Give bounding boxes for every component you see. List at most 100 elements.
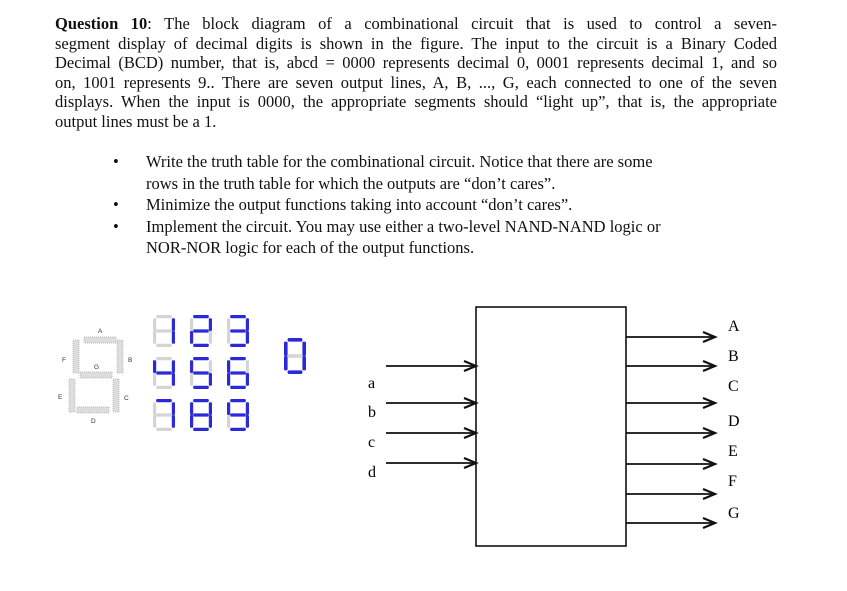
segment-legend: A B C D E F G [58,328,132,425]
segment-b [171,318,175,331]
segment-d [230,427,246,431]
segment-g [79,371,113,379]
segment-a [193,399,209,403]
output-label-C: C [728,378,739,395]
segment-c [208,415,212,428]
segment-d [193,385,209,389]
segment-f [153,402,157,415]
segment-a [156,399,172,403]
question-number: Question 10 [55,14,148,33]
digit-5 [190,357,212,389]
segment-d [76,406,110,414]
input-label-b: b [368,404,376,421]
digit-9 [227,399,249,431]
output-label-B: B [728,348,739,365]
output-label-A: A [728,318,740,335]
segment-g [230,413,246,417]
input-label-d: d [368,464,376,481]
svg-text:E: E [58,394,63,401]
segment-b [171,360,175,373]
segment-f [227,318,231,331]
segment-a [287,338,303,342]
segment-e [227,331,231,344]
segment-f [153,360,157,373]
segment-d [230,385,246,389]
segment-d [287,370,303,374]
svg-text:G: G [94,364,99,371]
output-arrow-C [626,396,718,410]
segment-c [171,415,175,428]
output-arrow-G [626,516,718,530]
output-label-G: G [728,505,740,522]
segment-c [245,415,249,428]
segment-f [190,402,194,415]
output-label-E: E [728,443,738,460]
segment-a [230,357,246,361]
question-text: Question 10: The block diagram of a comb… [55,14,777,131]
segment-b [245,402,249,415]
segment-d [156,427,172,431]
output-arrow-B [626,359,718,373]
segment-d [156,385,172,389]
segment-d [193,427,209,431]
segment-g [287,354,303,358]
segment-d [230,343,246,347]
segment-g [193,413,209,417]
segment-b [208,360,212,373]
segment-a [156,357,172,361]
digit-6 [227,357,249,389]
digit-1 [153,315,175,347]
segment-c [112,378,120,413]
segment-d [156,343,172,347]
segment-a [230,315,246,319]
segment-c [208,331,212,344]
digit-7 [153,399,175,431]
output-arrow-D [626,426,718,440]
segment-g [156,371,172,375]
digit-4 [153,357,175,389]
svg-text:C: C [124,395,129,402]
input-arrow-a [386,359,479,373]
segment-g [156,329,172,333]
digit-3 [227,315,249,347]
segment-b [208,318,212,331]
output-arrow-F [626,487,718,501]
segment-b [302,341,306,356]
segment-b [116,339,124,374]
segment-e [227,415,231,428]
input-label-c: c [368,434,375,451]
output-arrow-A [626,330,718,344]
segment-b [245,318,249,331]
segment-e [190,415,194,428]
digit-2 [190,315,212,347]
segment-a [193,357,209,361]
task-item: •Minimize the output functions taking in… [113,195,573,214]
segment-f [227,360,231,373]
segment-e [284,356,288,371]
segment-g [193,371,209,375]
segment-b [245,360,249,373]
segment-c [245,331,249,344]
segment-f [284,341,288,356]
segment-e [68,378,76,413]
task-list: •Write the truth table for the combinati… [113,151,753,259]
circuit-block [475,306,627,547]
segment-c [171,331,175,344]
segment-g [193,329,209,333]
segment-a [83,336,117,344]
segment-f [190,318,194,331]
segment-a [156,315,172,319]
task-item: •Write the truth table for the combinati… [113,152,653,193]
task-item: •Implement the circuit. You may use eith… [113,216,661,258]
svg-text:A: A [98,328,103,335]
segment-c [208,373,212,386]
segment-g [230,371,246,375]
input-label-a: a [368,375,375,392]
output-label-D: D [728,413,740,430]
segment-e [227,373,231,386]
segment-f [153,318,157,331]
input-arrow-c [386,426,479,440]
svg-text:F: F [62,357,66,364]
segment-c [245,373,249,386]
